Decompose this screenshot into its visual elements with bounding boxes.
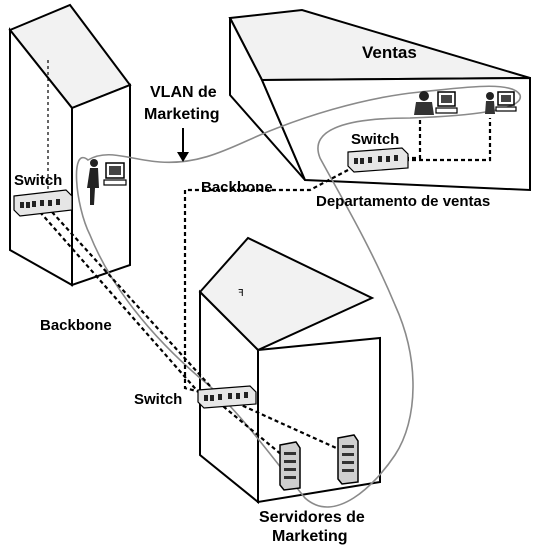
vlan-marketing-loop — [75, 85, 521, 508]
departamento-label: Departamento de ventas — [316, 193, 490, 210]
person-icon — [87, 159, 99, 205]
computer-icon — [435, 91, 458, 114]
computer-icon — [495, 91, 517, 112]
person-icon — [414, 91, 434, 115]
person-icon — [485, 92, 495, 114]
ventas-workstation-2 — [485, 91, 517, 114]
backbone-link-ventas — [183, 169, 349, 394]
server-link-2 — [229, 398, 346, 454]
switch-bottom[interactable] — [197, 385, 257, 409]
ventas-workstation-1 — [414, 91, 458, 115]
left-building-front — [71, 83, 131, 287]
server-icon — [279, 441, 301, 491]
left-building — [8, 3, 132, 287]
switch-left-label: Switch — [14, 172, 62, 189]
vlan-arrow-icon — [177, 152, 189, 162]
servidores-label-line2: Marketing — [272, 528, 348, 545]
ventas-link-1 — [405, 118, 422, 160]
ventas-building — [228, 8, 531, 192]
fire-extinguisher-icon: ꟻ — [238, 288, 244, 299]
servidores-label-line1: Servidores de — [259, 509, 365, 526]
switch-ventas-label: Switch — [351, 131, 399, 148]
switch-left[interactable] — [13, 189, 73, 217]
switch-ventas[interactable] — [347, 147, 409, 173]
backbone-middle-label: Backbone — [201, 179, 273, 196]
switch-bottom-label: Switch — [134, 391, 182, 408]
backbone-links — [39, 118, 492, 456]
ventas-link-2 — [405, 118, 492, 162]
ventas-label: Ventas — [362, 43, 417, 62]
computer-icon — [103, 162, 127, 186]
vlan-label-line2: Marketing — [144, 106, 220, 123]
backbone-left-label: Backbone — [40, 317, 112, 334]
marketing-workstation — [87, 159, 127, 205]
backbone-link-left-outer — [39, 211, 201, 395]
server-icon — [337, 434, 359, 485]
vlan-label-line1: VLAN de — [150, 84, 217, 101]
ventas-building-front — [260, 76, 531, 192]
